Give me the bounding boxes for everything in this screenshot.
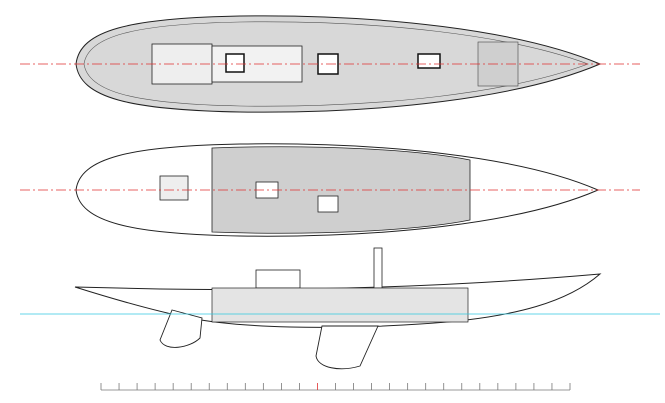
interior-plan-view — [20, 143, 640, 237]
interior-section — [211, 287, 469, 323]
skylight-3 — [417, 53, 441, 69]
skylight-1 — [225, 53, 245, 73]
deck-plan-view — [20, 15, 640, 113]
rudder — [159, 309, 203, 348]
scale-bar — [100, 383, 571, 391]
deckhouse-profile — [255, 269, 301, 289]
mast-stub — [373, 247, 383, 289]
keel-fin — [315, 325, 379, 370]
profile-view — [20, 247, 660, 370]
saloon-table — [317, 195, 339, 213]
cockpit — [159, 175, 189, 201]
